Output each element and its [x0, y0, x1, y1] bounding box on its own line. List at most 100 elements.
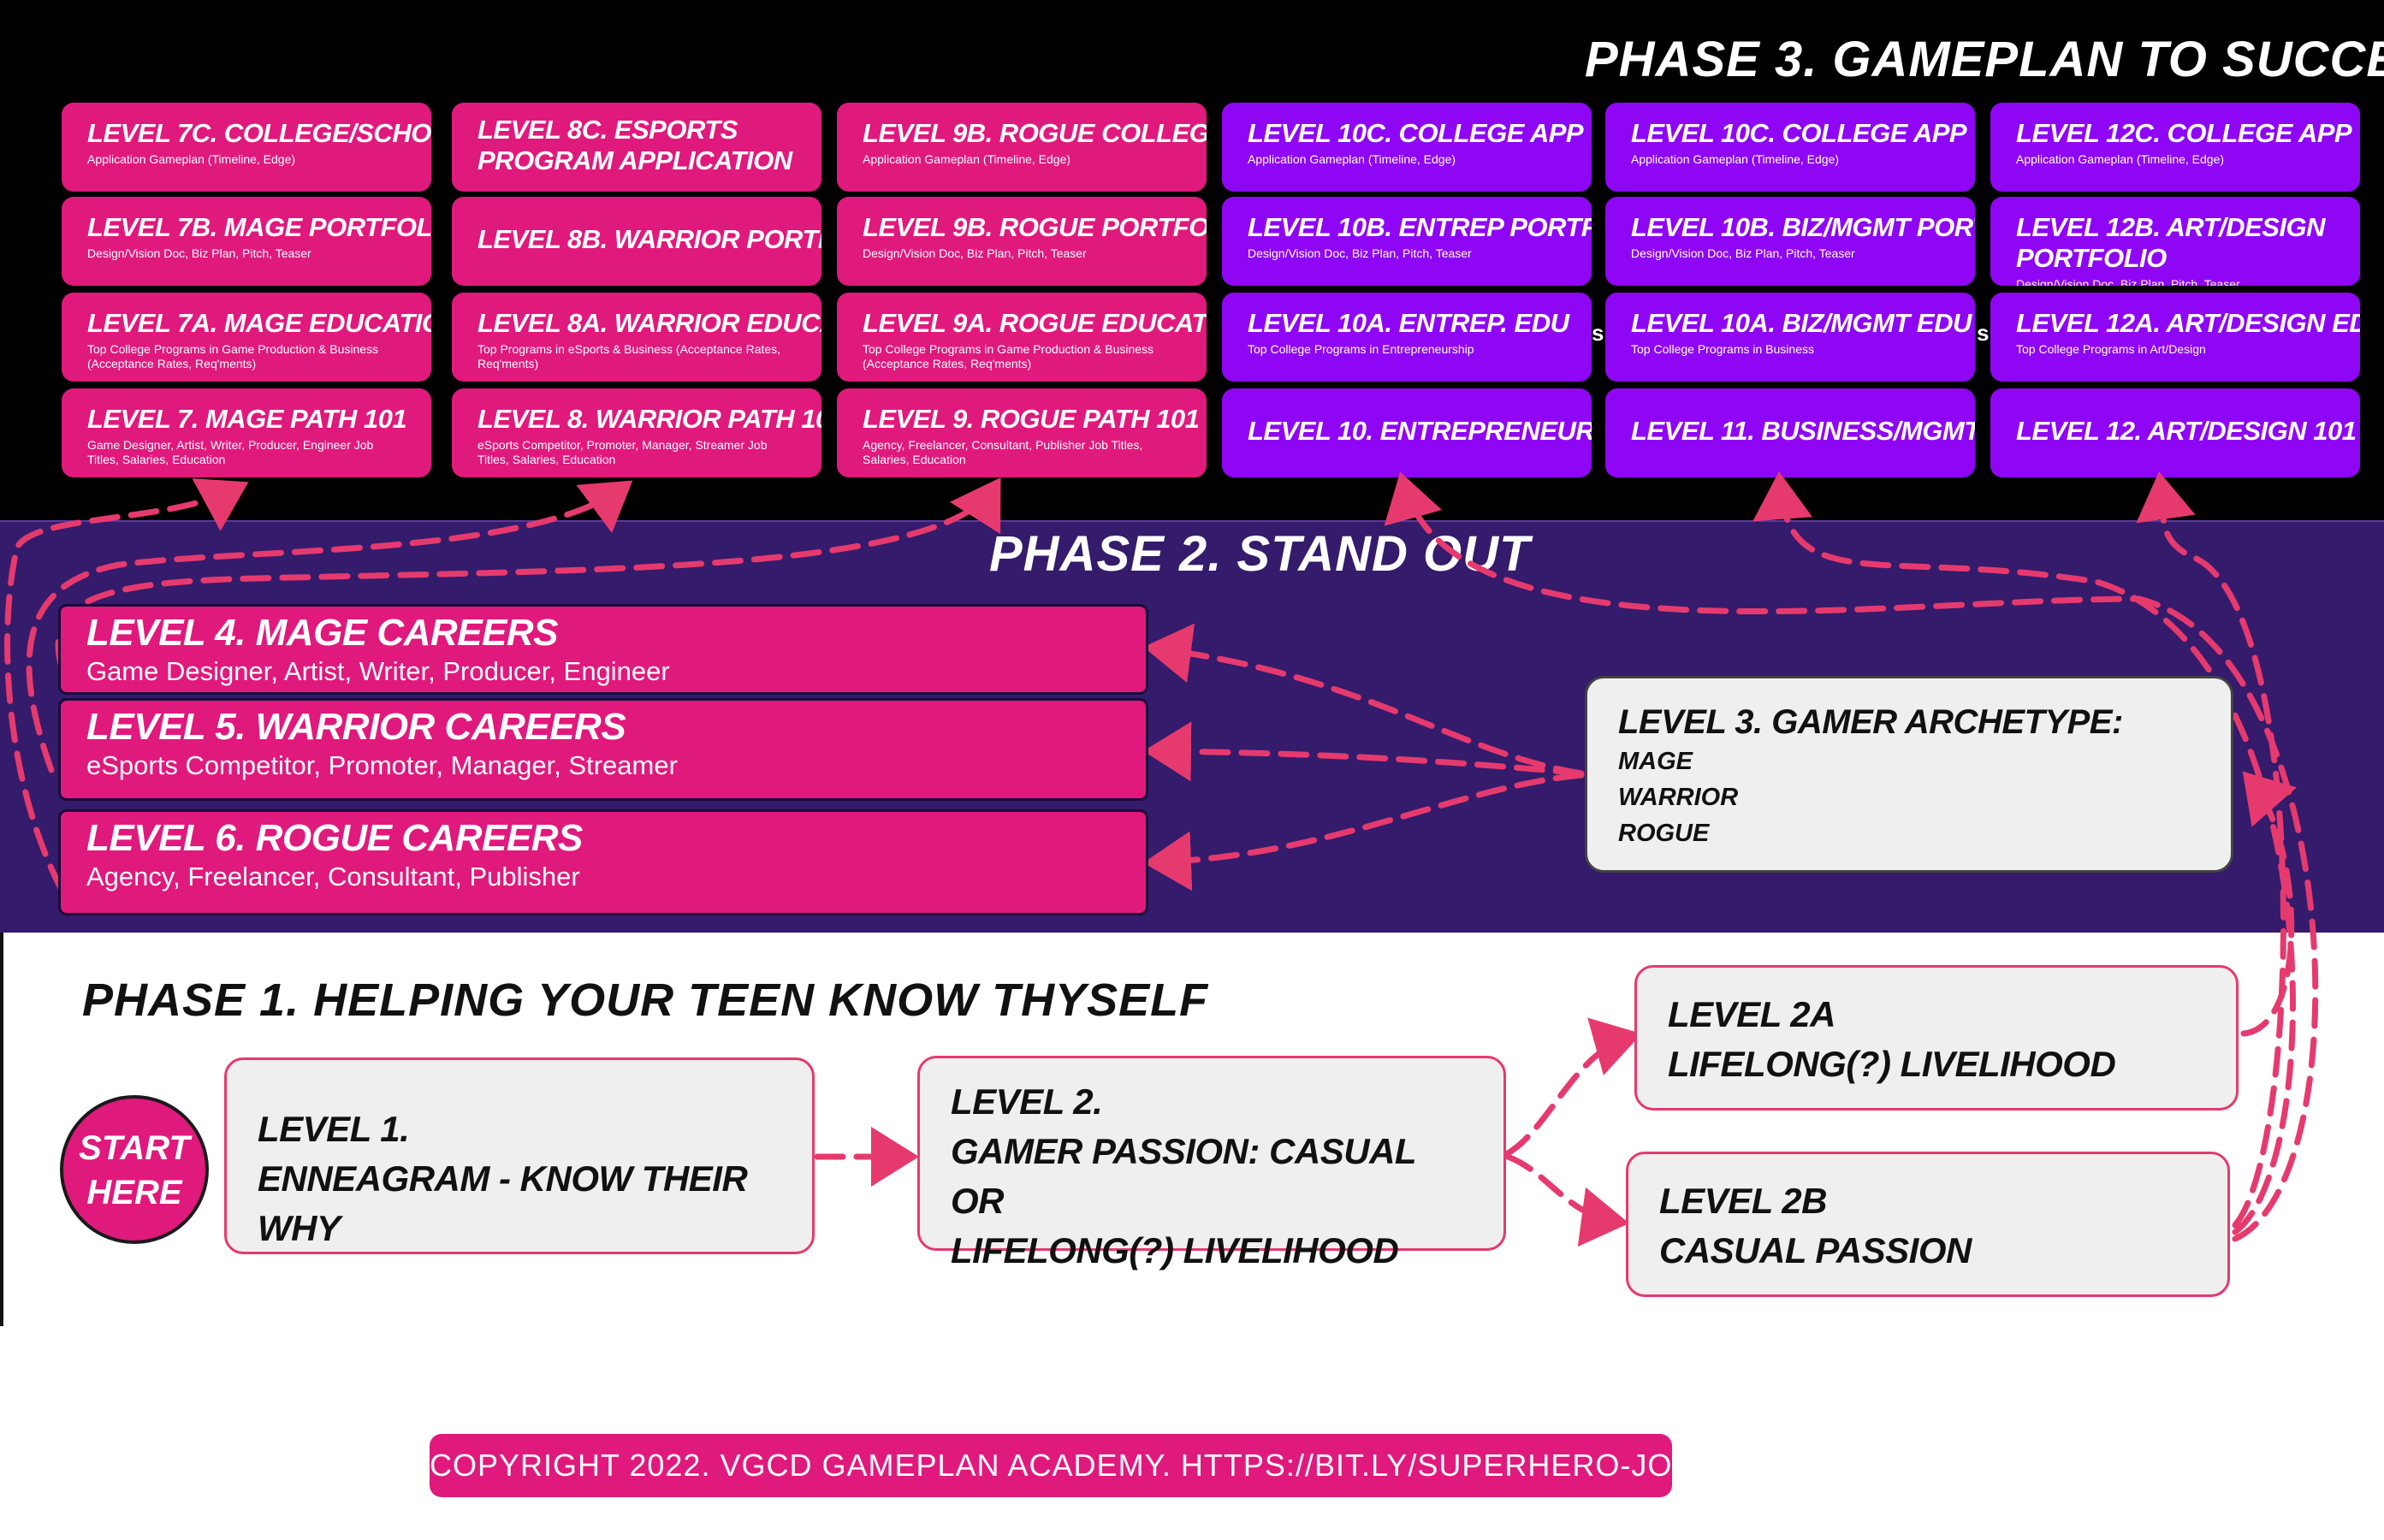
phase3-title: PHASE 3. GAMEPLAN TO SUCCEED — [1585, 32, 2384, 87]
arrow-l2-l2b — [1504, 1153, 1629, 1247]
level1-line1: LEVEL 1. — [258, 1109, 410, 1149]
phase3-card-sub: Design/Vision Doc, Biz Plan, Pitch, Teas… — [2016, 277, 2240, 286]
copyright-banner[interactable]: COPYRIGHT 2022. VGCD GAMEPLAN ACADEMY. H… — [430, 1434, 1672, 1497]
phase3-card[interactable]: LEVEL 12C. COLLEGE APP Application Gamepl… — [1990, 103, 2360, 192]
phase3-card-sub: Top College Programs in Art/Design — [2016, 342, 2206, 356]
level2b-box[interactable]: LEVEL 2B CASUAL PASSION — [1626, 1152, 2230, 1297]
career-card-rogue[interactable]: LEVEL 6. ROGUE CAREERS Agency, Freelance… — [58, 809, 1148, 915]
phase3-card-title: LEVEL 7B. MAGE PORTFOLIO — [87, 212, 431, 242]
level2-line3: LIFELONG(?) LIVELIHOOD — [951, 1230, 1399, 1270]
phase3-card[interactable]: LEVEL 10A. BIZ/MGMT EDU Top College Progr… — [1605, 293, 1975, 382]
start-line2: HERE — [86, 1174, 182, 1211]
career-title: LEVEL 6. ROGUE CAREERS — [86, 817, 583, 859]
phase3-card-title: LEVEL 10B. BIZ/MGMT PORTFOLIO — [1631, 212, 1975, 242]
phase2-title: PHASE 2. STAND OUT — [989, 526, 1531, 582]
arrow-l6-l9 — [55, 477, 1001, 671]
phase3-card[interactable]: LEVEL 10B. ENTREP PORTFOLIO Design/Vision… — [1222, 197, 1592, 286]
phase3-card[interactable]: LEVEL 8A. WARRIOR EDUCATION Top Programs … — [452, 293, 821, 382]
phase3-card-title: LEVEL 7C. COLLEGE/SCHOLARSHIP — [87, 118, 431, 148]
arrow-l2b-l11 — [1752, 471, 2296, 1235]
phase3-card-title: LEVEL 10. ENTREPRENEURSHIP 101 — [1248, 416, 1592, 446]
phase3-card-title: LEVEL 10A. BIZ/MGMT EDU — [1631, 308, 1972, 338]
phase3-card-sub: Application Gameplan (Timeline, Edge) — [863, 152, 1071, 166]
start-here-button[interactable]: START HERE — [60, 1095, 209, 1244]
phase3-card[interactable]: LEVEL 12A. ART/DESIGN EDU Top College Pro… — [1990, 293, 2360, 382]
phase3-card-title: LEVEL 8C. ESPORTS PROGRAM APPLICATION — [477, 115, 792, 175]
arrow-l4-l7 — [4, 478, 249, 893]
phase3-card-title: LEVEL 10C. COLLEGE APP — [1631, 118, 1967, 148]
arrow-l2b-l12 — [2136, 471, 2287, 1229]
phase1-title: PHASE 1. HELPING YOUR TEEN KNOW THYSELF — [82, 974, 1209, 1026]
phase3-card-sub: Game Designer, Artist, Writer, Producer,… — [87, 438, 374, 466]
phase3-card-sub: Design/Vision Doc, Biz Plan, Pitch, Teas… — [1248, 246, 1472, 260]
phase3-card-title: LEVEL 10A. ENTREP. EDU — [1248, 308, 1569, 338]
level1-line2: ENNEAGRAM - KNOW THEIR WHY — [258, 1158, 748, 1248]
phase3-card-title: LEVEL 7. MAGE PATH 101 — [87, 404, 407, 434]
level2-box[interactable]: LEVEL 2. GAMER PASSION: CASUAL OR LIFELO… — [917, 1056, 1506, 1270]
phase3-card[interactable]: LEVEL 10B. BIZ/MGMT PORTFOLIO Design/Visi… — [1605, 197, 1975, 286]
arrow-l3-l6 — [1143, 772, 1585, 891]
career-title: LEVEL 5. WARRIOR CAREERS — [86, 706, 626, 748]
level2a-line2: LIFELONG(?) LIVELIHOOD — [1668, 1044, 2116, 1084]
phase3-card-title: LEVEL 10C. COLLEGE APP — [1248, 118, 1584, 148]
phase3-card-sub: Top Programs in eSports & Business (Acce… — [477, 342, 781, 370]
phase3-card[interactable]: LEVEL 9B. ROGUE COLLEGE APP Application G… — [837, 103, 1207, 192]
phase3-card-title: LEVEL 8B. WARRIOR PORTFOLIO — [477, 224, 821, 254]
phase3-card-title: LEVEL 10B. ENTREP PORTFOLIO — [1248, 212, 1592, 242]
left-edge-bar — [0, 933, 3, 1326]
phase3-card-sub: Top College Programs in Game Production … — [87, 342, 379, 370]
phase3-card[interactable]: LEVEL 7C. COLLEGE/SCHOLARSHIPApplication… — [62, 103, 431, 192]
level2b-line1: LEVEL 2B — [1659, 1181, 1827, 1221]
career-sub: Game Designer, Artist, Writer, Producer,… — [86, 656, 670, 686]
phase3-card-sub: Design/Vision Doc, Biz Plan, Pitch, Teas… — [87, 246, 311, 260]
phase3-card-title: LEVEL 12B. ART/DESIGN PORTFOLIO — [2016, 212, 2326, 273]
edge-glyph-left: s — [1592, 320, 1604, 346]
edge-glyph-right: s — [1977, 320, 1990, 346]
phase3-card-title: LEVEL 9. ROGUE PATH 101 — [863, 404, 1200, 434]
phase3-card[interactable]: LEVEL 12B. ART/DESIGN PORTFOLIO Design/Vi… — [1990, 197, 2360, 286]
career-sub: Agency, Freelancer, Consultant, Publishe… — [86, 862, 580, 891]
phase3-card-title: LEVEL 9B. ROGUE COLLEGE APP — [863, 118, 1207, 148]
level2a-box[interactable]: LEVEL 2A LIFELONG(?) LIVELIHOOD — [1634, 965, 2239, 1111]
career-card-warrior[interactable]: LEVEL 5. WARRIOR CAREERS eSports Competi… — [58, 698, 1148, 801]
arrow-l3-l5 — [1143, 721, 1585, 782]
phase3-card[interactable]: LEVEL 10. ENTREPRENEURSHIP 101 — [1222, 388, 1592, 477]
phase3-card-sub: Design/Vision Doc, Biz Plan, Pitch, Teas… — [1631, 246, 1855, 260]
archetype-title: LEVEL 3. GAMER ARCHETYPE: — [1618, 703, 2123, 741]
phase3-card[interactable]: LEVEL 11. BUSINESS/MGMT 101 — [1605, 388, 1975, 477]
phase3-card-sub: Application Gameplan (Timeline, Edge) — [2016, 152, 2225, 166]
phase3-card-title: LEVEL 9A. ROGUE EDUCATION — [863, 308, 1207, 338]
phase3-card[interactable]: LEVEL 12. ART/DESIGN 101 — [1990, 388, 2360, 477]
phase3-card[interactable]: LEVEL 7B. MAGE PORTFOLIO Design/Vision Do… — [62, 197, 431, 286]
phase3-card[interactable]: LEVEL 8C. ESPORTS PROGRAM APPLICATION — [452, 103, 821, 192]
phase3-card-sub: Top College Programs in Business — [1631, 342, 1814, 356]
phase3-card-sub: Top College Programs in Entrepreneurship — [1248, 342, 1474, 356]
phase3-card-title: LEVEL 12A. ART/DESIGN EDU — [2016, 308, 2360, 338]
start-line1: START — [79, 1129, 190, 1167]
phase3-card-title: LEVEL 12C. COLLEGE APP — [2016, 118, 2352, 148]
level2a-line1: LEVEL 2A — [1668, 994, 1835, 1034]
phase3-card-sub: Agency, Freelancer, Consultant, Publishe… — [863, 438, 1143, 466]
level1-box[interactable]: LEVEL 1. ENNEAGRAM - KNOW THEIR WHY — [224, 1057, 815, 1254]
phase3-card-title: LEVEL 8. WARRIOR PATH 101 — [477, 404, 821, 434]
career-card-mage[interactable]: LEVEL 4. MAGE CAREERS Game Designer, Art… — [58, 604, 1148, 695]
phase3-card-title: LEVEL 11. BUSINESS/MGMT 101 — [1631, 416, 1975, 446]
archetype-item: ROGUE — [1618, 820, 1710, 847]
archetype-item: MAGE — [1618, 748, 1693, 775]
phase3-card[interactable]: LEVEL 8B. WARRIOR PORTFOLIO — [452, 197, 821, 286]
phase3-card-title: LEVEL 8A. WARRIOR EDUCATION — [477, 308, 821, 338]
level3-archetype-box[interactable]: LEVEL 3. GAMER ARCHETYPE: MAGE WARRIOR R… — [1585, 676, 2233, 873]
phase3-card[interactable]: LEVEL 10A. ENTREP. EDU Top College Progra… — [1222, 293, 1592, 382]
arrow-l5-l8 — [26, 480, 633, 773]
career-sub: eSports Competitor, Promoter, Manager, S… — [86, 750, 678, 780]
phase3-card-sub: Design/Vision Doc, Biz Plan, Pitch, Teas… — [863, 246, 1087, 260]
